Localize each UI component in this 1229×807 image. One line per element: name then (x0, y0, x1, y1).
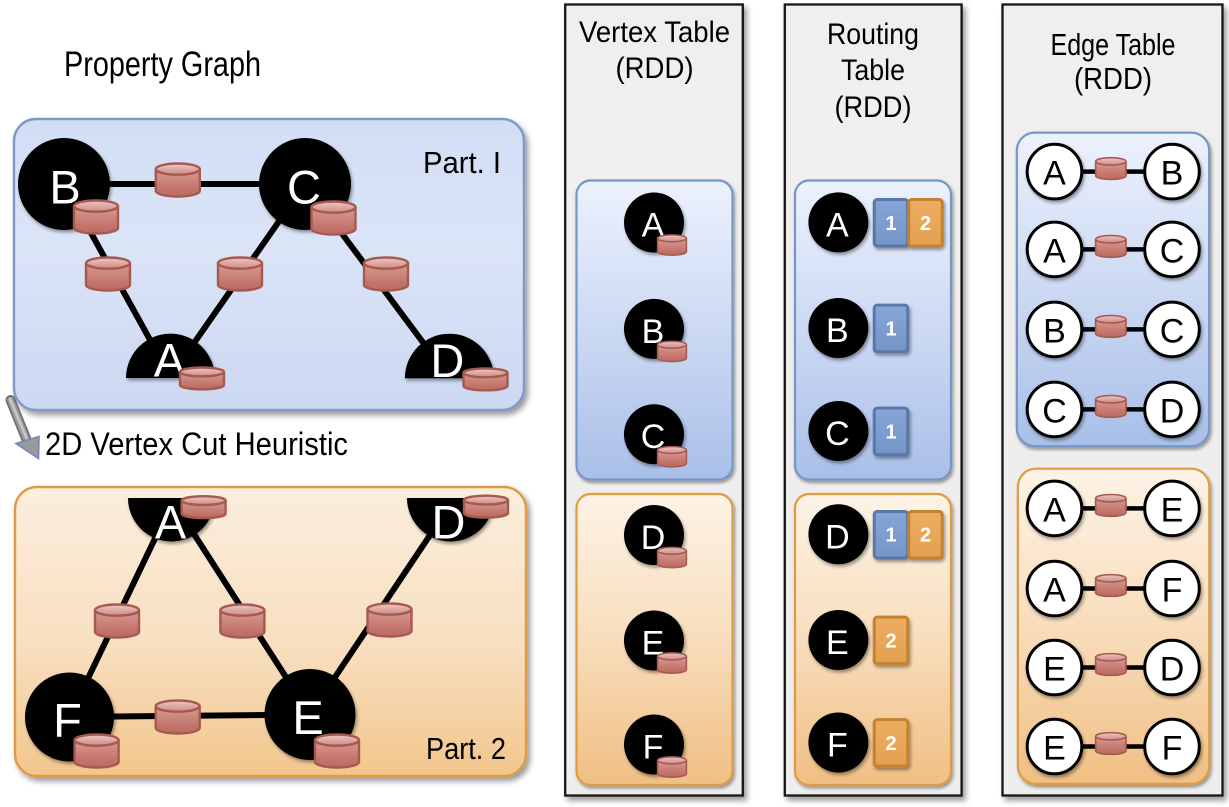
svg-text:1: 1 (885, 525, 896, 547)
svg-text:1: 1 (885, 421, 896, 443)
svg-text:Part. I: Part. I (423, 145, 501, 180)
svg-text:A: A (1043, 232, 1066, 270)
svg-text:F: F (643, 729, 664, 767)
svg-text:1: 1 (885, 318, 896, 340)
svg-text:E: E (642, 625, 665, 663)
svg-text:D: D (432, 496, 466, 549)
svg-text:D: D (1160, 392, 1185, 430)
svg-text:(RDD): (RDD) (616, 52, 694, 85)
svg-text:D: D (825, 518, 850, 556)
svg-text:2: 2 (885, 733, 896, 755)
svg-text:E: E (826, 624, 849, 662)
svg-text:1: 1 (885, 213, 896, 235)
svg-text:A: A (1043, 155, 1066, 193)
svg-text:Edge Table: Edge Table (1051, 27, 1176, 62)
svg-text:2: 2 (885, 630, 896, 652)
svg-text:Part. 2: Part. 2 (426, 731, 506, 766)
svg-text:D: D (430, 334, 464, 387)
svg-text:A: A (1043, 491, 1066, 529)
svg-text:2: 2 (920, 213, 931, 235)
svg-text:B: B (642, 313, 665, 351)
svg-text:B: B (1043, 312, 1066, 350)
svg-text:E: E (1043, 729, 1066, 767)
svg-text:E: E (292, 691, 323, 744)
svg-text:E: E (1161, 491, 1184, 529)
svg-text:C: C (1160, 312, 1185, 350)
svg-text:Vertex Table: Vertex Table (579, 16, 730, 49)
svg-text:B: B (826, 312, 849, 350)
svg-text:(RDD): (RDD) (1074, 61, 1152, 96)
svg-text:Table: Table (841, 54, 905, 87)
svg-text:A: A (642, 207, 665, 245)
svg-text:A: A (826, 206, 849, 244)
svg-text:F: F (827, 727, 848, 765)
svg-text:C: C (1042, 392, 1067, 430)
svg-text:Property Graph: Property Graph (64, 45, 261, 84)
svg-text:Routing: Routing (827, 18, 919, 51)
svg-text:2D Vertex Cut Heuristic: 2D Vertex Cut Heuristic (45, 426, 348, 462)
svg-text:2: 2 (920, 525, 931, 547)
svg-text:C: C (1160, 232, 1185, 270)
svg-text:A: A (1043, 571, 1066, 609)
svg-text:E: E (1043, 650, 1066, 688)
svg-text:D: D (1160, 650, 1185, 688)
svg-text:F: F (1162, 729, 1183, 767)
svg-text:(RDD): (RDD) (835, 91, 912, 124)
svg-text:F: F (1162, 571, 1183, 609)
svg-text:B: B (1161, 155, 1184, 193)
svg-text:C: C (825, 415, 850, 453)
